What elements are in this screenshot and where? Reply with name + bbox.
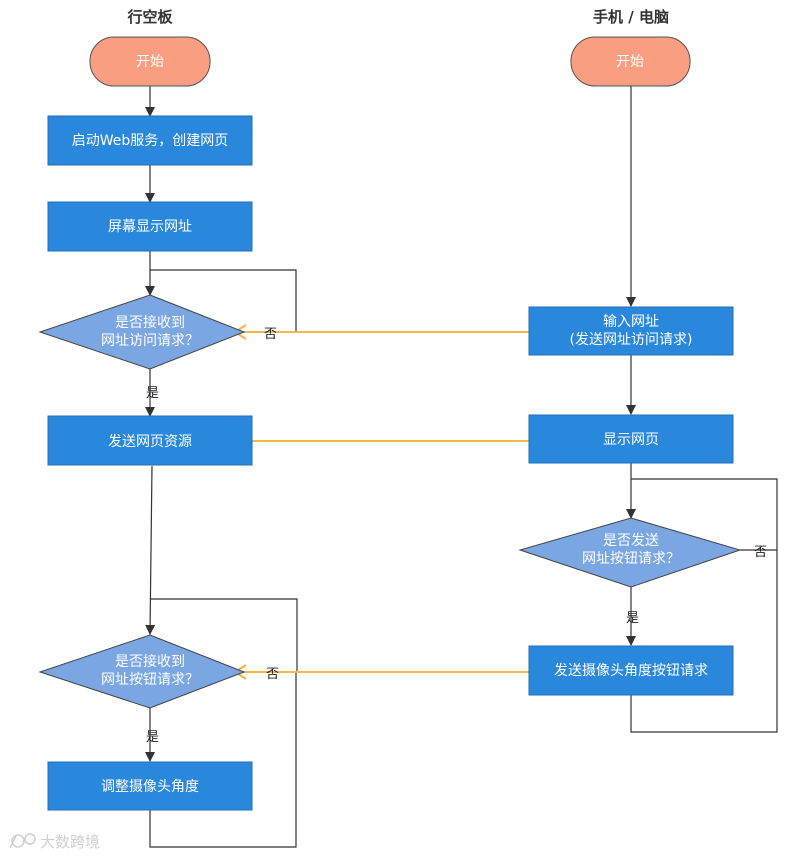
arrow-send-resource-to-decision2 bbox=[145, 465, 156, 635]
process-send-camera-request-label: 发送摄像头角度按钮请求 bbox=[554, 663, 708, 679]
process-send-camera-request bbox=[528, 645, 734, 696]
label-yes-button: 是 bbox=[146, 730, 159, 745]
start-label-left: 开始 bbox=[136, 54, 164, 70]
decision-button-request-line2: 网址按钮请求？ bbox=[101, 672, 199, 688]
decision-url-request-line2: 网址访问请求？ bbox=[101, 333, 199, 349]
process-input-url bbox=[528, 306, 734, 356]
decision-url-request bbox=[38, 294, 246, 370]
decision-button-request-line1: 是否接收到 bbox=[115, 653, 185, 670]
process-start-web-service-label: 启动Web服务，创建网页 bbox=[72, 133, 229, 149]
label-yes-url: 是 bbox=[146, 386, 159, 401]
process-show-page bbox=[528, 414, 734, 464]
lane-title-left: 行空板 bbox=[126, 8, 173, 26]
process-adjust-camera-label: 调整摄像头角度 bbox=[101, 779, 199, 795]
process-show-url-label: 屏幕显示网址 bbox=[108, 219, 192, 235]
process-show-url bbox=[47, 201, 253, 252]
decision-button-request bbox=[38, 634, 246, 709]
process-start-web-service bbox=[47, 115, 253, 166]
decision-send-button-request bbox=[518, 517, 742, 588]
process-input-url-line2: (发送网址访问请求) bbox=[570, 332, 693, 348]
start-terminal-right bbox=[570, 36, 691, 87]
right-flow-lines bbox=[626, 86, 778, 733]
start-terminal-left bbox=[89, 36, 211, 87]
label-no-button: 否 bbox=[266, 667, 279, 682]
decision-send-line2: 网址按钮请求？ bbox=[582, 551, 680, 567]
start-label-right: 开始 bbox=[616, 54, 644, 70]
process-show-page-label: 显示网页 bbox=[603, 432, 659, 448]
left-flow-lines bbox=[145, 86, 298, 848]
logo-icon bbox=[9, 833, 36, 849]
decision-send-line1: 是否发送 bbox=[603, 533, 659, 549]
process-send-resource-label: 发送网页资源 bbox=[108, 434, 192, 450]
label-yes-send: 是 bbox=[626, 611, 639, 626]
label-no-url: 否 bbox=[264, 327, 277, 342]
cross-lane-lines bbox=[233, 332, 540, 672]
watermark-text: 大数跨境 bbox=[40, 833, 100, 851]
watermark: 大数跨境 bbox=[9, 833, 100, 851]
lane-title-right: 手机 / 电脑 bbox=[593, 8, 669, 26]
loop-send-camera-back bbox=[630, 550, 778, 733]
process-adjust-camera bbox=[47, 761, 253, 811]
label-no-send: 否 bbox=[754, 545, 767, 560]
process-send-resource bbox=[47, 415, 253, 466]
decision-url-request-line1: 是否接收到 bbox=[115, 314, 185, 331]
loop-adjust-back bbox=[149, 672, 297, 848]
loop-no-send bbox=[631, 478, 778, 551]
process-input-url-line1: 输入网址 bbox=[603, 314, 659, 330]
